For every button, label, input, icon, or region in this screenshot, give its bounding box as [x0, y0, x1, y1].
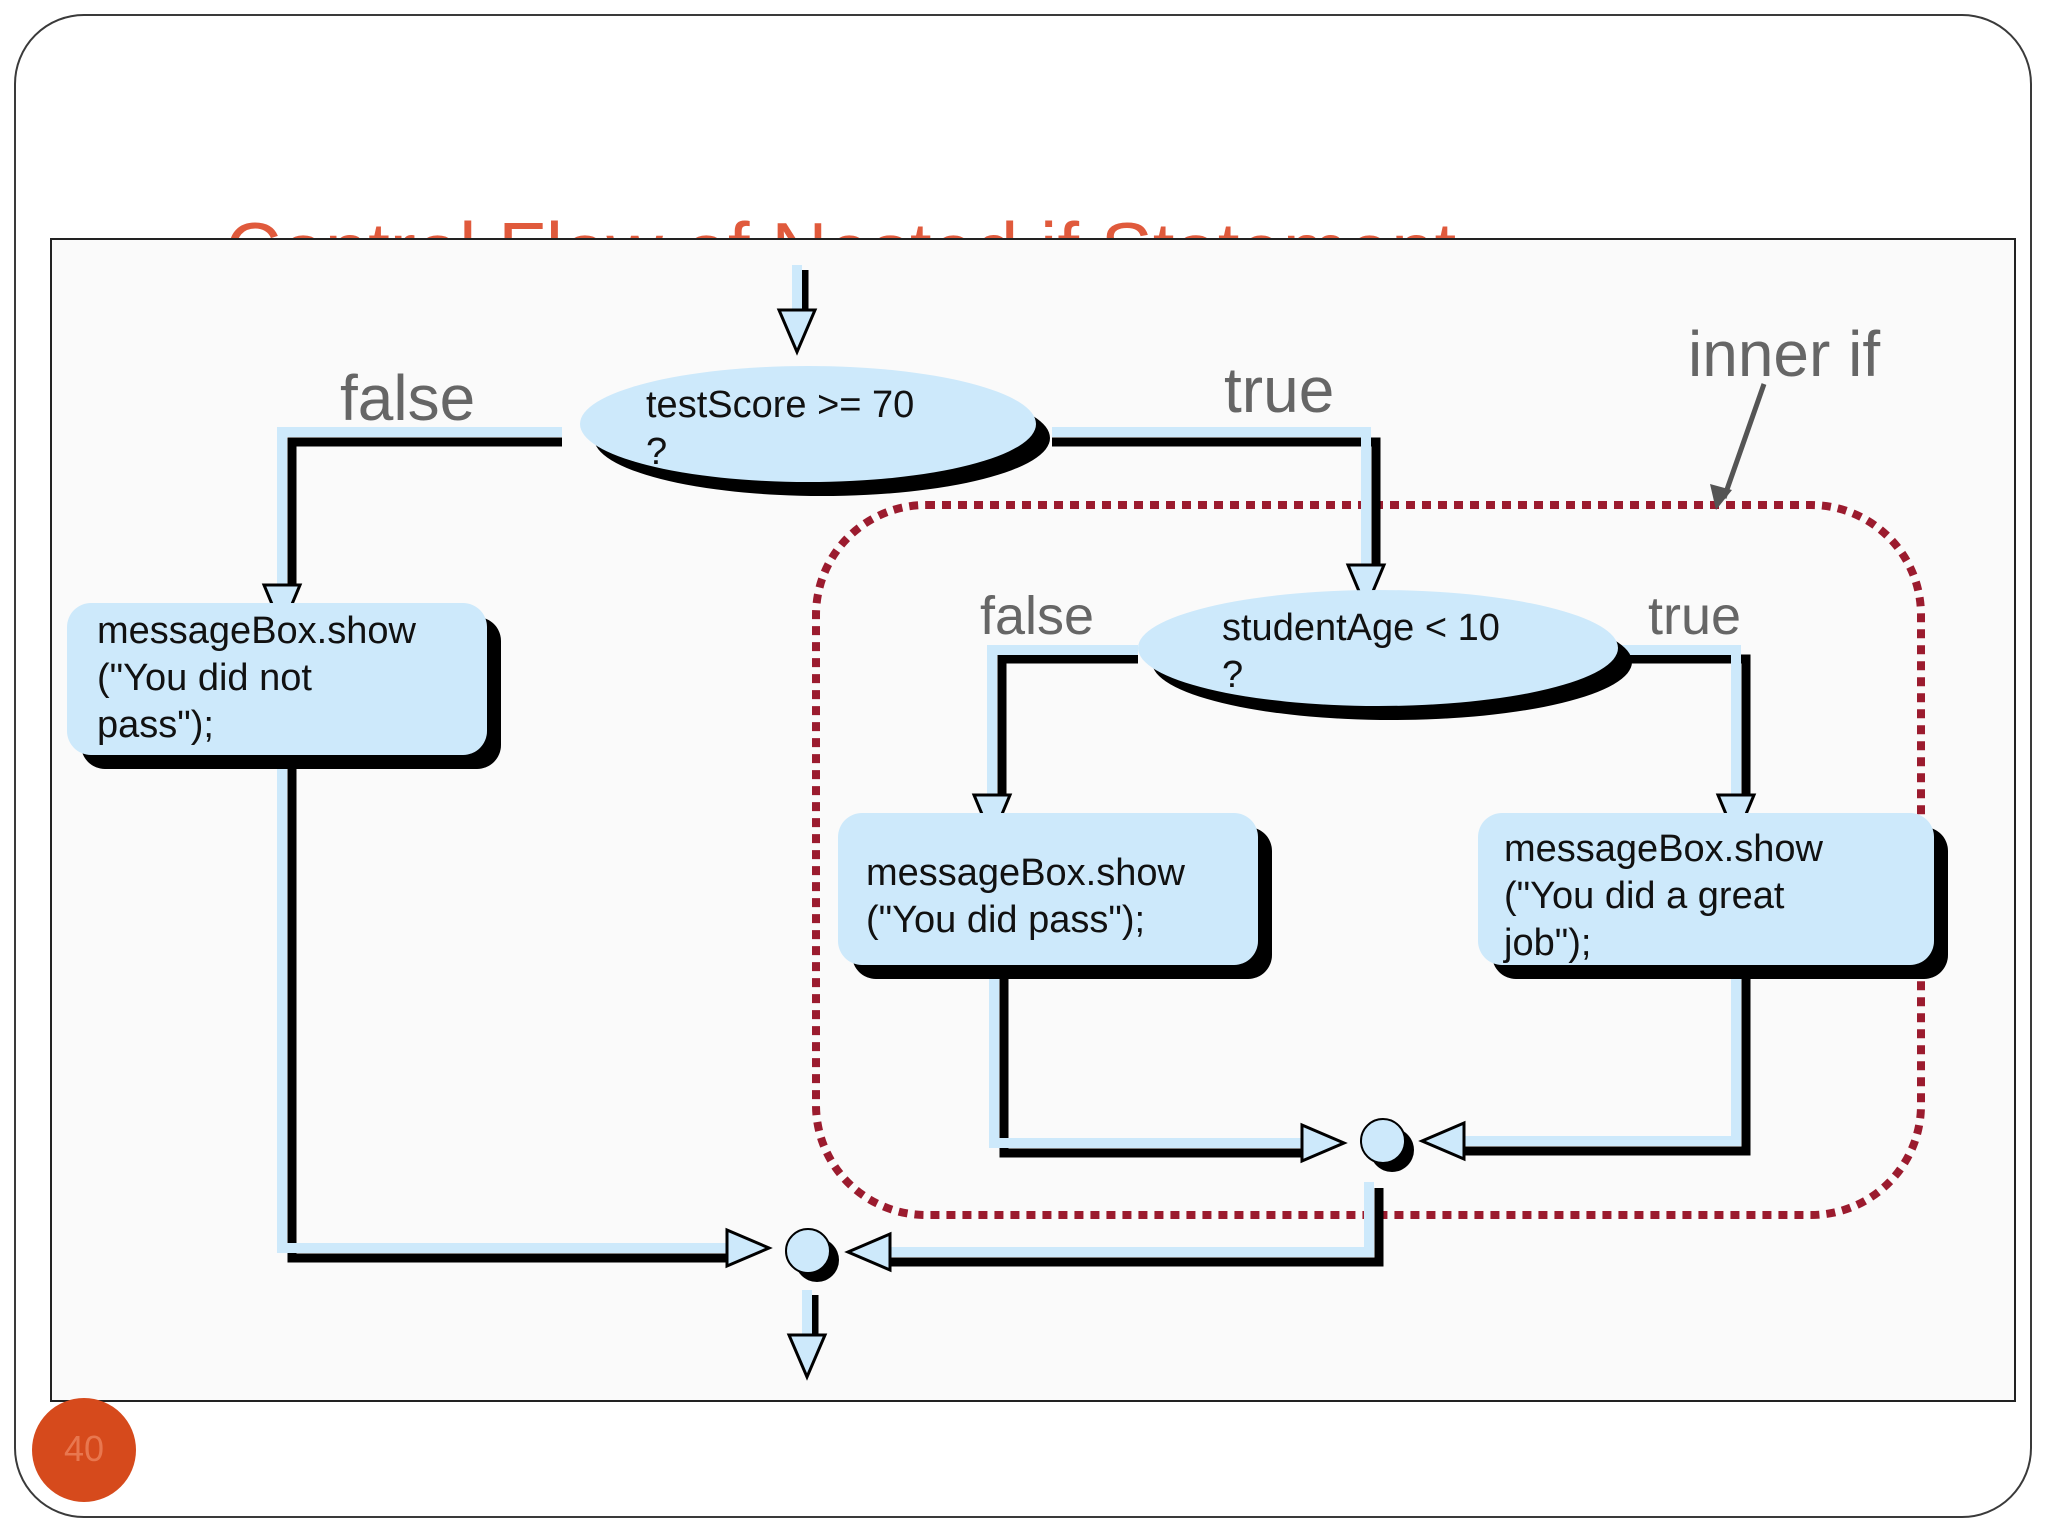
- action-great-line-1: messageBox.show: [1504, 828, 1823, 870]
- great-to-inner-merge-connector: [1464, 970, 1741, 1146]
- outer-true-arrowhead: [1345, 563, 1387, 612]
- exit-arrowhead: [786, 1333, 828, 1381]
- action-shapes: [67, 603, 1948, 979]
- pass-to-inner-merge-connector: [989, 970, 1302, 1148]
- inner-merge-right-arrowhead: [1418, 1120, 1466, 1162]
- outer-merge-right-arrowhead: [844, 1231, 892, 1273]
- outer-true-connector: [1052, 427, 1371, 565]
- inner-false-connector: [987, 645, 1138, 795]
- outer-false-connector: [277, 427, 562, 585]
- entry-arrowhead: [776, 308, 818, 356]
- action-great-text: messageBox.show ("You did a great job");: [1504, 826, 1823, 967]
- connector-shadows: [287, 270, 1751, 1340]
- decision-shapes: [580, 366, 1632, 720]
- inner-true-label: true: [1648, 586, 1742, 646]
- outer-false-label: false: [340, 362, 476, 434]
- diagram-panel: false true inner if false true testScore…: [50, 238, 2016, 1402]
- action-great-line-2: ("You did a great: [1504, 875, 1785, 917]
- action-box-not-pass: [67, 603, 487, 755]
- inner-condition-line-1: studentAge < 10: [1222, 607, 1500, 649]
- inner-if-label: inner if: [1688, 318, 1881, 390]
- inner-if-pointer: [1721, 383, 1767, 499]
- action-pass-line-2: ("You did pass");: [866, 899, 1146, 941]
- action-not-pass-line-2: ("You did not: [97, 657, 312, 699]
- inner-true-connector: [1602, 645, 1741, 795]
- action-pass-text: messageBox.show ("You did pass");: [866, 850, 1185, 944]
- inner-condition-text: studentAge < 10 ?: [1222, 605, 1500, 699]
- action-box-pass: [838, 813, 1258, 965]
- inner-merge-point: [1360, 1118, 1406, 1164]
- inner-false-label: false: [980, 586, 1095, 646]
- action-box-great: [1478, 813, 1934, 965]
- page-number: 40: [63, 1428, 105, 1469]
- action-not-pass-text: messageBox.show ("You did not pass");: [97, 608, 416, 749]
- action-pass-line-1: messageBox.show: [866, 852, 1185, 894]
- inner-merge-to-outer-merge-connector: [890, 1182, 1374, 1257]
- outer-decision: [580, 366, 1036, 482]
- inner-decision: [1138, 590, 1618, 706]
- action-great-line-3: job");: [1504, 922, 1592, 964]
- outer-merge-left-arrowhead: [725, 1227, 773, 1269]
- outer-merge-point: [785, 1228, 831, 1274]
- inner-condition-line-2: ?: [1222, 654, 1244, 696]
- connectors: [277, 265, 1741, 1335]
- not-pass-to-outer-merge-connector: [277, 752, 727, 1253]
- inner-if-pointer-head: [1710, 484, 1732, 510]
- outer-condition-text: testScore >= 70 ?: [646, 382, 914, 476]
- outer-condition-line-2: ?: [646, 431, 668, 473]
- action-not-pass-line-3: pass");: [97, 704, 214, 746]
- merge-points: [785, 1118, 1414, 1282]
- inner-merge-left-arrowhead: [1300, 1122, 1348, 1164]
- outer-true-label: true: [1224, 354, 1335, 426]
- action-not-pass-line-1: messageBox.show: [97, 610, 416, 652]
- flowchart-svg: [67, 265, 1948, 1381]
- outer-condition-line-1: testScore >= 70: [646, 384, 915, 426]
- page-number-badge: 40: [32, 1398, 136, 1502]
